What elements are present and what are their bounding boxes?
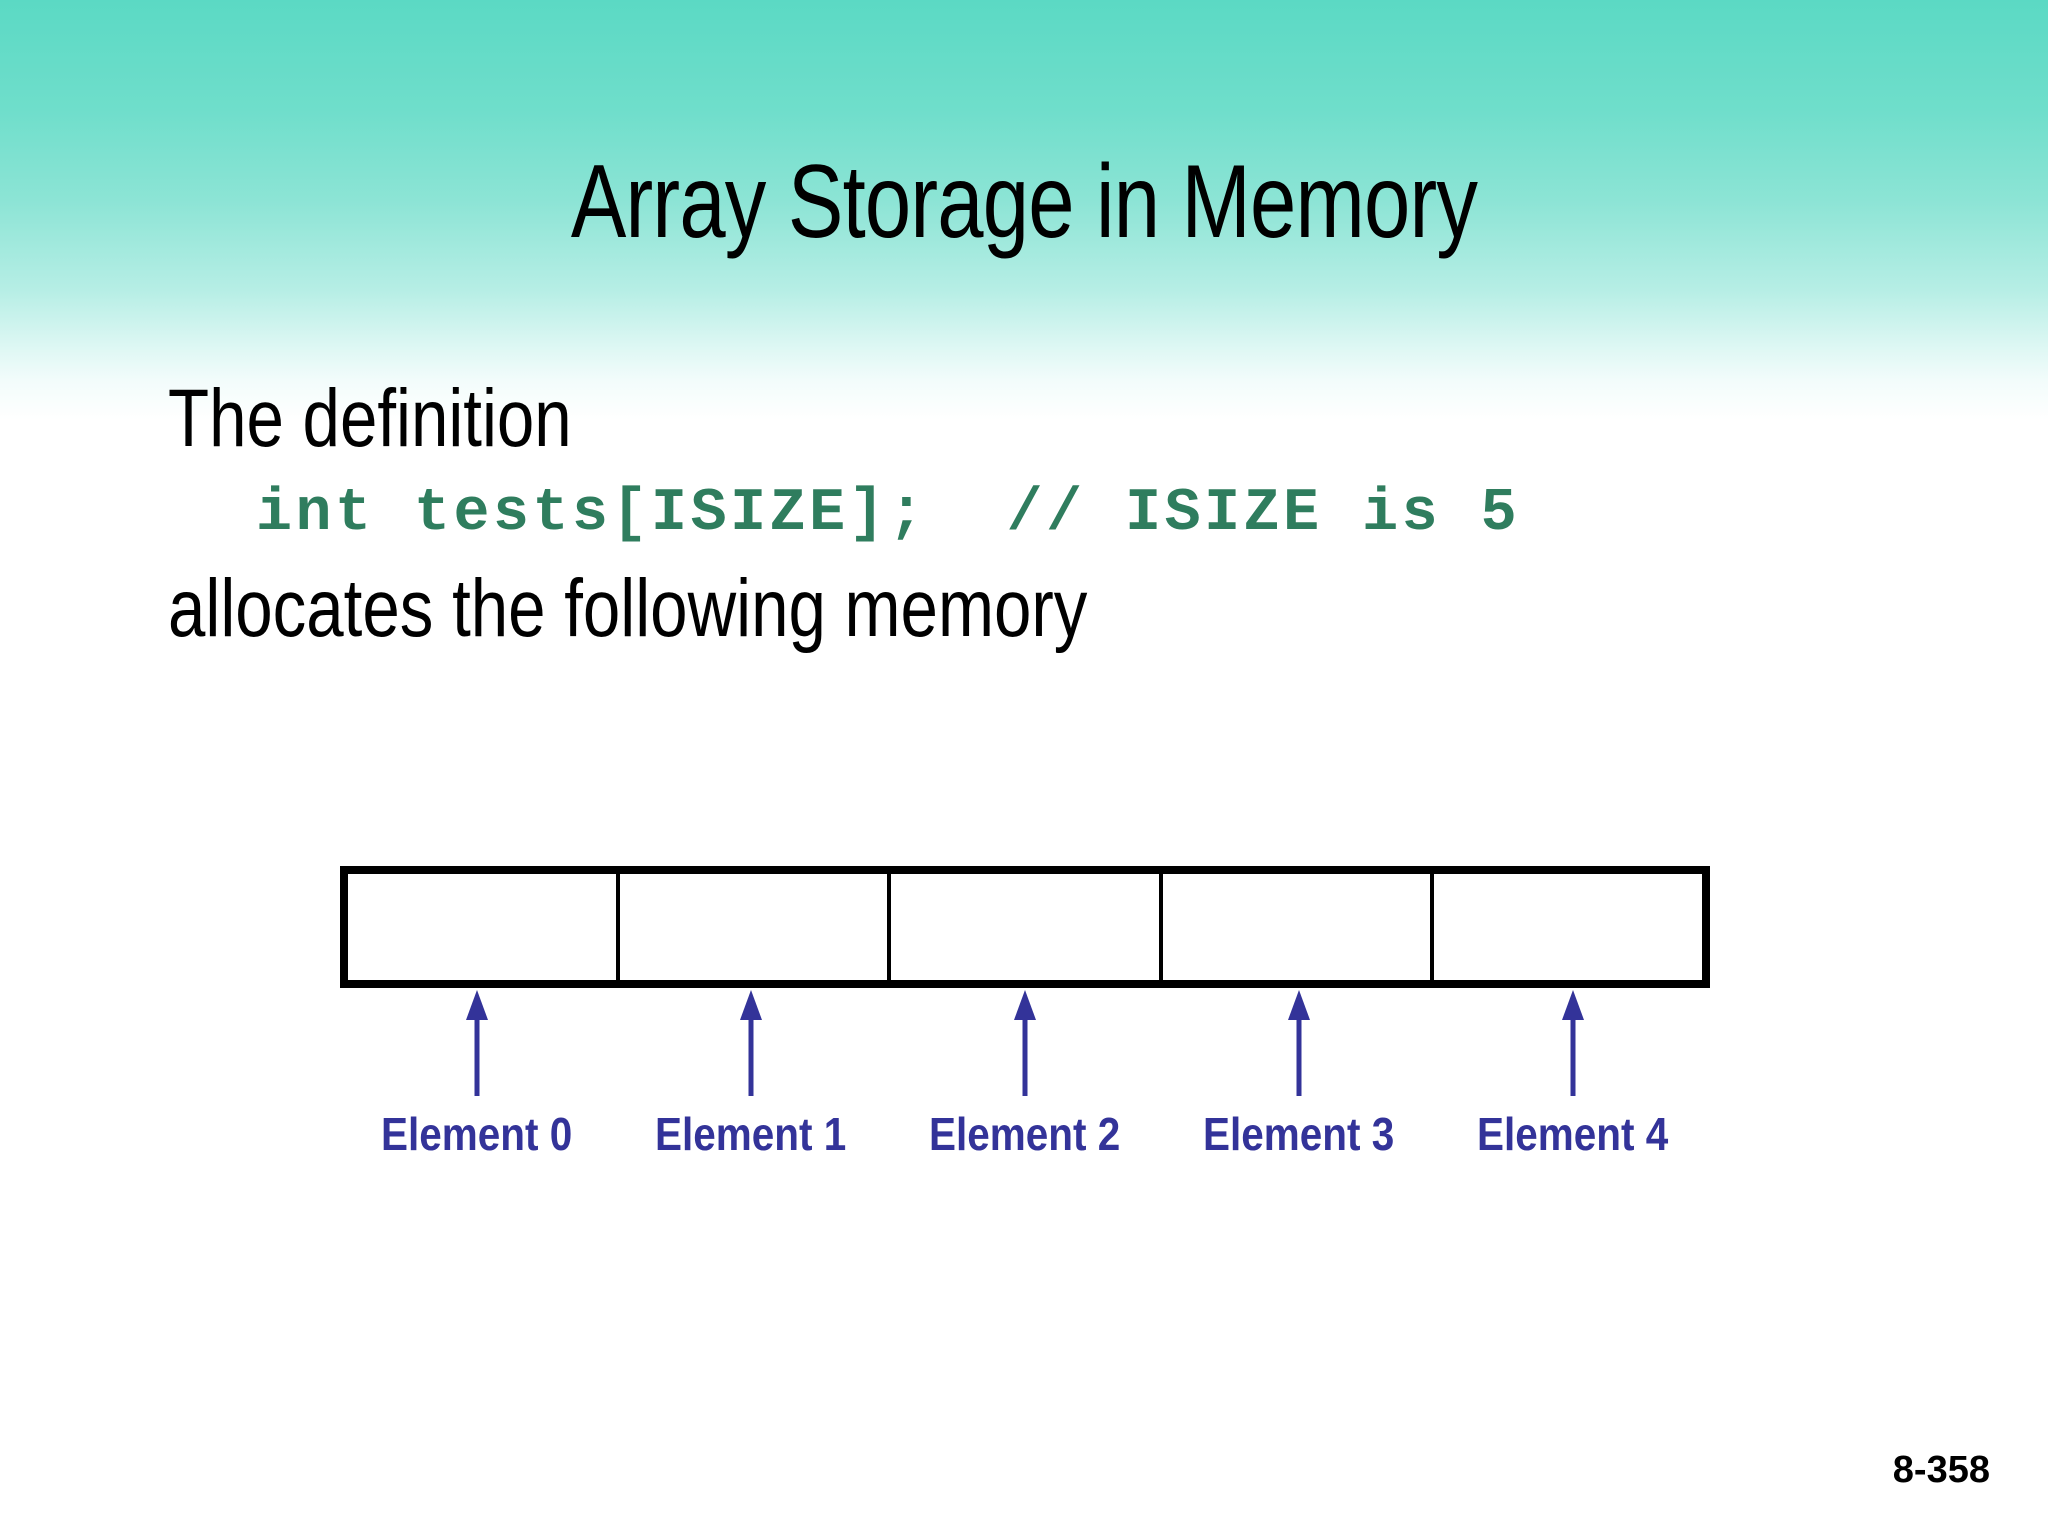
element-label-0: Element 0: [381, 1108, 573, 1160]
memory-cell-container: [340, 866, 1710, 988]
arrow-slot: [340, 988, 614, 1098]
page-number: 8-358: [1892, 1449, 1990, 1491]
element-label-2: Element 2: [929, 1108, 1121, 1160]
up-arrow-icon: [466, 990, 488, 1096]
element-label-3: Element 3: [1203, 1108, 1395, 1160]
label-slot: Element 3: [1162, 1106, 1436, 1162]
arrow-row: [340, 988, 1710, 1098]
element-label-1: Element 1: [655, 1108, 847, 1160]
body-text-block: The definition int tests[ISIZE]; // ISIZ…: [168, 372, 1948, 656]
element-label-4: Element 4: [1477, 1108, 1669, 1160]
page-title: Array Storage in Memory: [570, 144, 1478, 260]
body-line-definition: The definition: [168, 373, 572, 464]
arrow-slot: [614, 988, 888, 1098]
arrow-slot: [888, 988, 1162, 1098]
label-slot: Element 2: [888, 1106, 1162, 1162]
memory-cell: [1434, 874, 1702, 980]
up-arrow-icon: [1288, 990, 1310, 1096]
arrow-slot: [1162, 988, 1436, 1098]
body-line-allocates: allocates the following memory: [168, 563, 1088, 654]
label-slot: Element 0: [340, 1106, 614, 1162]
up-arrow-icon: [1014, 990, 1036, 1096]
memory-cell: [619, 874, 892, 980]
memory-cell: [348, 874, 620, 980]
code-snippet-array-declaration: int tests[ISIZE]; // ISIZE is 5: [256, 480, 1521, 548]
memory-cell: [1162, 874, 1435, 980]
element-label-row: Element 0 Element 1 Element 2 Element 3 …: [340, 1106, 1710, 1162]
memory-diagram: [340, 866, 1710, 988]
label-slot: Element 4: [1436, 1106, 1710, 1162]
arrow-slot: [1436, 988, 1710, 1098]
memory-cell: [891, 874, 1163, 980]
up-arrow-icon: [1562, 990, 1584, 1096]
label-slot: Element 1: [614, 1106, 888, 1162]
up-arrow-icon: [740, 990, 762, 1096]
